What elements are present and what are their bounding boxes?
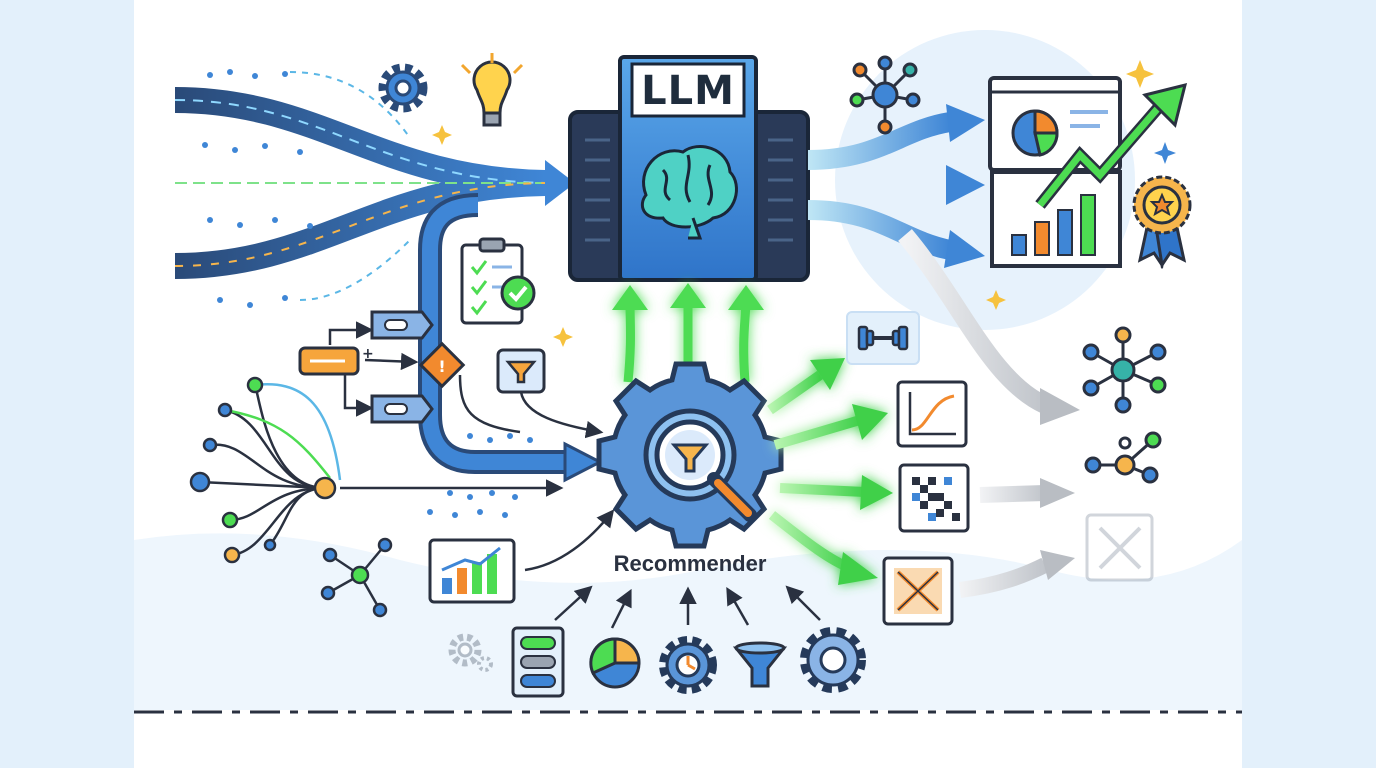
llm-server: LLM (568, 55, 810, 282)
bar-chart-icon (428, 538, 516, 604)
input-data-streams (174, 69, 575, 308)
source-network-tree (199, 383, 564, 557)
flow-controls: + ! (298, 310, 521, 434)
right-margin (1242, 0, 1376, 768)
pie-chart-icon (589, 637, 641, 689)
dashboard-icon (988, 76, 1188, 268)
faded-matrix-icon (1085, 513, 1154, 582)
network-icon (1084, 431, 1162, 484)
pie-chart-icon (1011, 109, 1059, 157)
matrix-icon (898, 463, 970, 533)
svg-text:!: ! (438, 357, 445, 376)
magnifier-icon (654, 419, 757, 522)
checklist-icon (460, 237, 536, 325)
grey-arrows (898, 229, 1080, 598)
cross-out-icon (882, 556, 954, 626)
network-nodes (189, 376, 337, 564)
gear-icon (448, 633, 493, 672)
recommendation-arrows (767, 358, 893, 585)
network-icon (849, 55, 921, 135)
toggle-node-icon (370, 310, 434, 340)
data-dots (427, 509, 508, 518)
recommender-gear (596, 361, 784, 549)
gear-icon (800, 627, 866, 693)
svg-text:+: + (362, 346, 374, 362)
funnel-icon (732, 641, 788, 688)
left-margin (0, 0, 134, 768)
award-badge-icon (1132, 175, 1192, 270)
llm-output-arrows (807, 104, 985, 268)
brain-icon (640, 145, 738, 240)
growth-arrow-icon (1037, 97, 1168, 208)
lightbulb-icon (460, 53, 524, 127)
gear-icon (659, 636, 717, 694)
dumbbell-icon (846, 311, 920, 365)
network-icon (1082, 326, 1167, 414)
sigmoid-curve-icon (896, 380, 968, 448)
decision-diamond-icon (418, 341, 466, 389)
recommender-label: Recommender (614, 551, 767, 576)
gear-icon (378, 63, 428, 113)
toggle-node-icon (370, 394, 434, 424)
funnel-icon (670, 443, 710, 473)
routing-pipe (418, 193, 604, 500)
llm-label: LLM (641, 68, 735, 114)
toggle-panel-icon (511, 626, 565, 698)
funnel-icon (496, 348, 546, 394)
network-icon (320, 537, 393, 618)
feature-inputs (554, 585, 821, 629)
sparkles (432, 60, 1154, 347)
